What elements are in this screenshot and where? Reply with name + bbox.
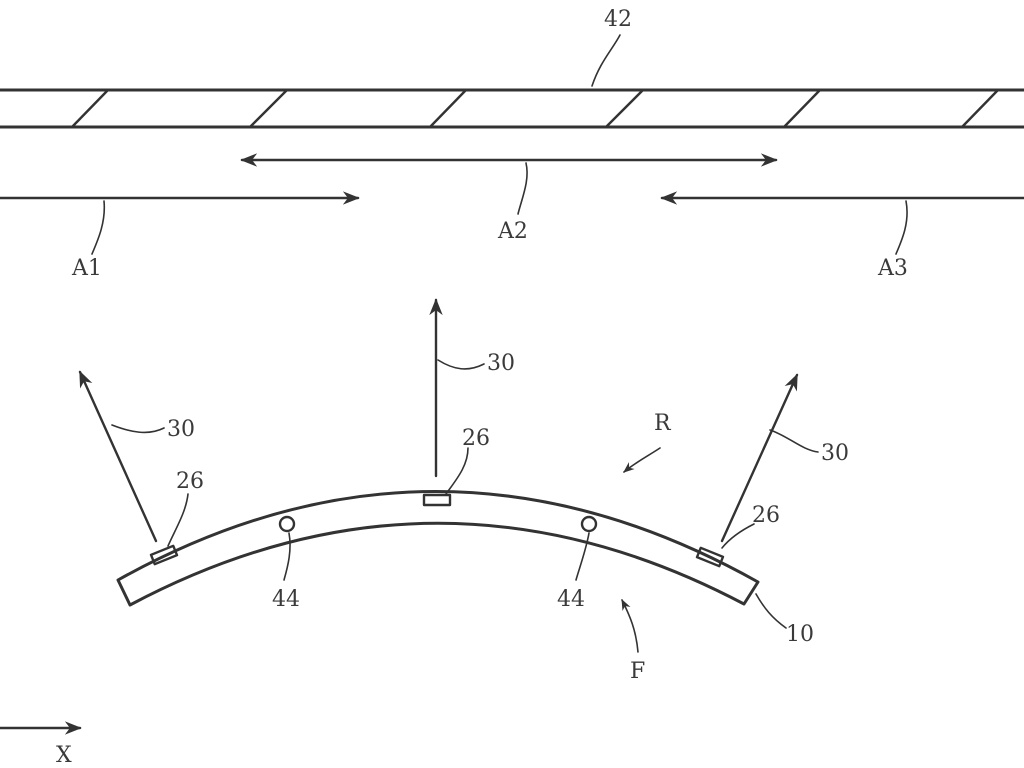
body-10-leader <box>755 593 787 629</box>
hole-left-label: 44 <box>272 587 300 612</box>
beam-left-arrow <box>78 370 158 543</box>
x-axis-label: X <box>56 743 72 768</box>
hole-right <box>580 515 598 533</box>
beam-left-leader <box>111 424 165 434</box>
panel-42 <box>0 88 1024 129</box>
body-10-label: 10 <box>786 622 814 647</box>
beam-center-leader <box>437 359 485 370</box>
sensor-left <box>149 544 179 566</box>
zone-a3-leader <box>895 200 908 255</box>
sensor-left-leader <box>167 493 189 547</box>
beam-right-arrow <box>720 373 799 543</box>
beam-left-label: 30 <box>167 417 195 442</box>
curved-body-10 <box>116 490 760 607</box>
sensor-left-label: 26 <box>176 469 204 494</box>
panel-42-label: 42 <box>604 7 632 32</box>
zone-a1-leader <box>91 200 106 255</box>
zone-a1-label: A1 <box>71 256 102 281</box>
zone-a3-label: A3 <box>877 256 908 281</box>
front-arrow <box>621 598 639 653</box>
hole-left-leader <box>283 532 291 581</box>
panel-42-leader <box>591 34 621 87</box>
front-label: F <box>630 659 645 684</box>
sensor-right-label: 26 <box>752 503 780 528</box>
beam-center-label: 30 <box>487 351 515 376</box>
sensor-center <box>422 493 452 507</box>
zone-a2-leader <box>517 162 528 215</box>
hole-left <box>278 515 296 533</box>
beam-right-leader <box>769 429 819 453</box>
sensor-right <box>695 546 725 568</box>
rear-arrow <box>623 447 661 473</box>
hole-right-leader <box>575 532 590 581</box>
beam-right-label: 30 <box>821 441 849 466</box>
hole-right-label: 44 <box>557 587 585 612</box>
sensor-center-label: 26 <box>462 426 490 451</box>
sensor-center-leader <box>445 447 469 495</box>
zone-a2-label: A2 <box>497 219 528 244</box>
sensor-right-leader <box>721 523 755 549</box>
rear-label: R <box>654 411 672 436</box>
